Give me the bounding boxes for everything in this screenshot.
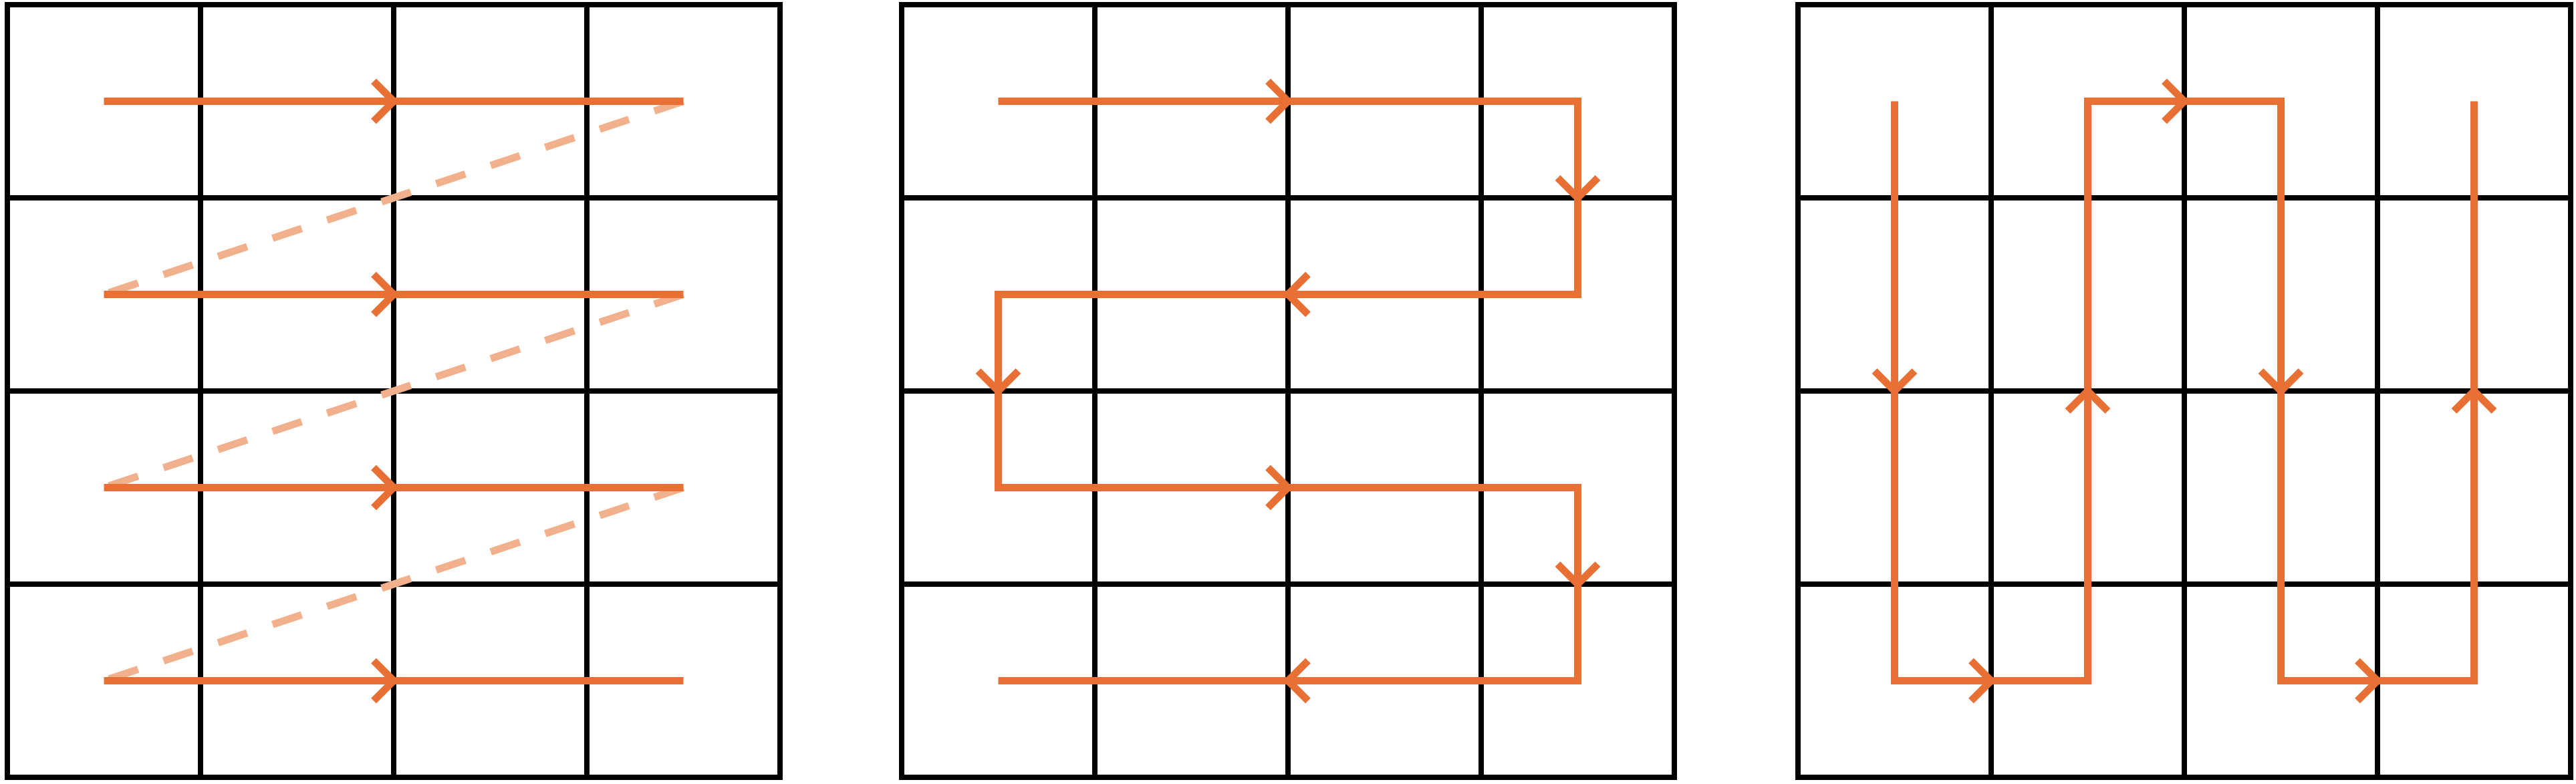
arrowhead-right-icon xyxy=(1265,465,1293,511)
arrowhead-down-icon xyxy=(975,368,1021,396)
arrowhead-left-icon xyxy=(1283,658,1311,704)
arrowhead-right-icon xyxy=(1265,78,1293,124)
raster-scan-grid xyxy=(5,2,783,780)
vertical-serpentine-grid xyxy=(1795,2,2573,780)
return-dashed-line xyxy=(102,484,685,684)
arrowhead-right-icon xyxy=(371,465,399,511)
arrowhead-down-icon xyxy=(1872,368,1918,396)
arrowhead-right-icon xyxy=(371,658,399,704)
arrowhead-right-icon xyxy=(2355,658,2383,704)
arrowhead-up-icon xyxy=(2451,386,2497,414)
arrowhead-down-icon xyxy=(1555,175,1601,203)
arrowhead-right-icon xyxy=(371,271,399,317)
arrowhead-right-icon xyxy=(2162,78,2190,124)
arrowhead-down-icon xyxy=(2258,368,2304,396)
return-dashed-line xyxy=(102,291,685,491)
arrowhead-right-icon xyxy=(371,78,399,124)
return-dashed-line xyxy=(102,98,685,298)
arrowhead-left-icon xyxy=(1283,271,1311,317)
horizontal-serpentine-grid xyxy=(899,2,1677,780)
arrowhead-up-icon xyxy=(2065,386,2111,414)
arrowhead-right-icon xyxy=(1968,658,1997,704)
arrowhead-down-icon xyxy=(1555,561,1601,590)
